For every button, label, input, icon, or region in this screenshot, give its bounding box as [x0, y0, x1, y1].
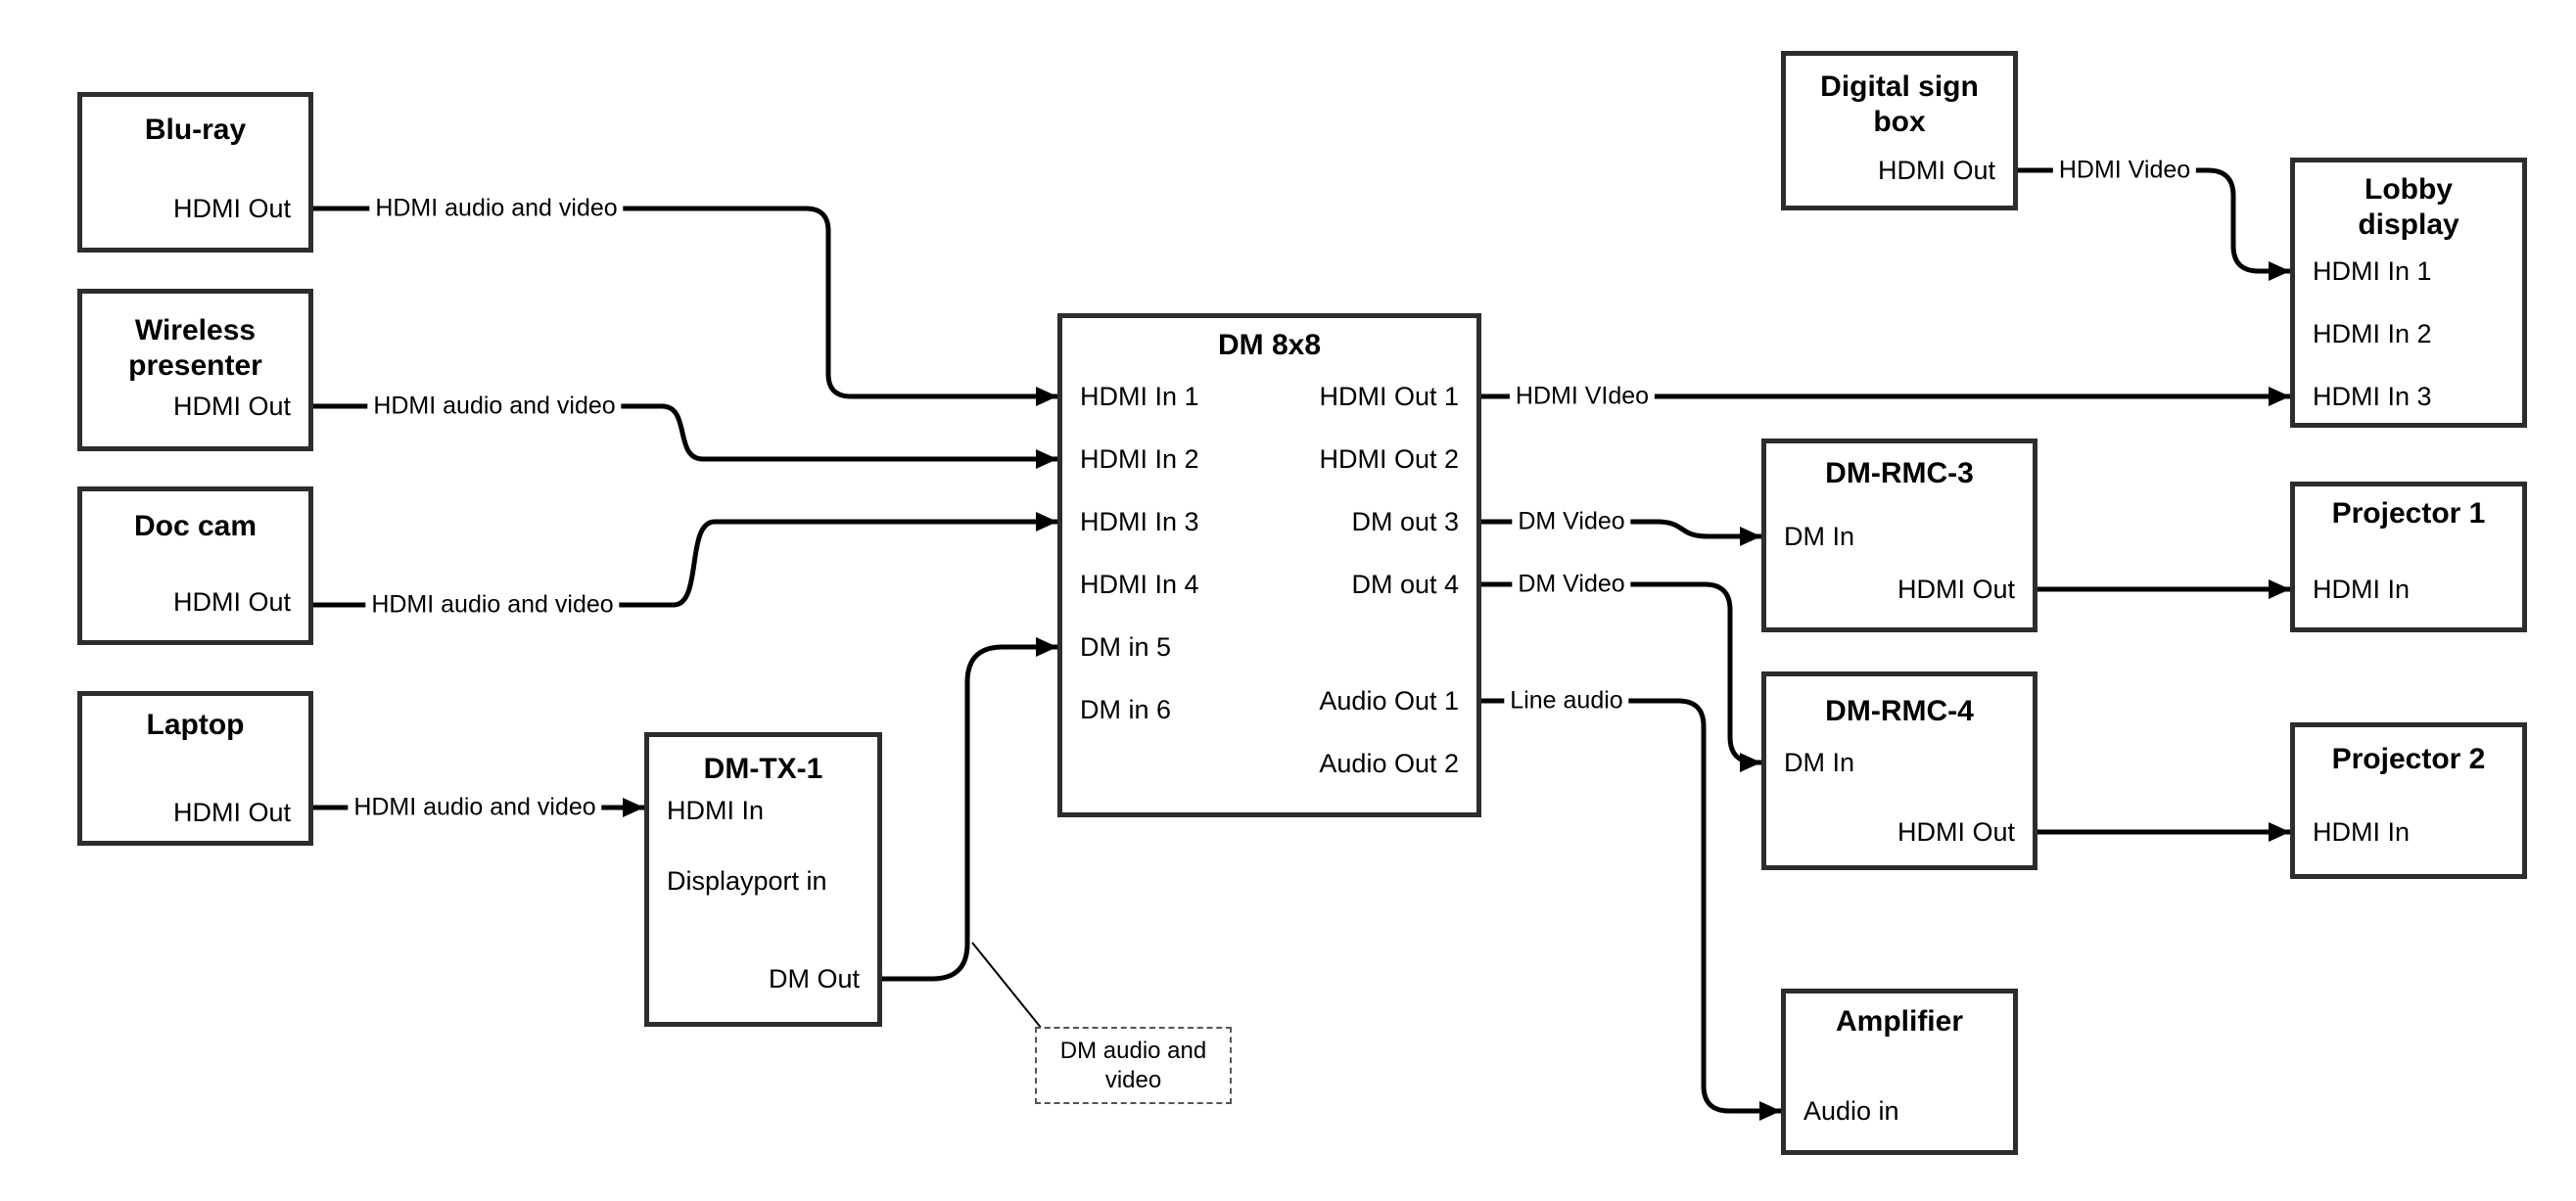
port-dmtx1-displayport-in: Displayport in — [667, 866, 827, 896]
port-dmrmc4-dm-in: DM In — [1784, 748, 1855, 777]
node-projector-1: Projector 1 HDMI In — [2290, 482, 2527, 632]
port-projector2-hdmi-in: HDMI In — [2313, 817, 2411, 847]
port-laptop-hdmi-out: HDMI Out — [172, 798, 291, 827]
port-dm-out-3: DM out 3 — [1351, 507, 1459, 536]
node-title: Projector 1 — [2331, 497, 2486, 530]
node-title: DM-RMC-3 — [1825, 457, 1974, 489]
port-dm-in-6: DM in 6 — [1080, 695, 1172, 724]
port-digital-sign-hdmi-out: HDMI Out — [1877, 156, 1995, 185]
node-doc-cam: Doc cam HDMI Out — [77, 486, 313, 645]
port-dmrmc3-hdmi-out: HDMI Out — [1897, 575, 2015, 604]
port-hdmi-in-3: HDMI In 3 — [1080, 507, 1199, 536]
node-projector-2: Projector 2 HDMI In — [2290, 722, 2527, 879]
edge-label-hdmi-av-laptop: HDMI audio and video — [348, 792, 602, 823]
node-title: DM-TX-1 — [703, 753, 823, 785]
node-title: DM-RMC-4 — [1825, 695, 1974, 727]
port-hdmi-in-4: HDMI In 4 — [1080, 570, 1199, 599]
edge-dm8x8-dmout3-to-dmrmc3 — [1481, 519, 1761, 546]
port-lobby-hdmi-in-3: HDMI In 3 — [2313, 382, 2432, 411]
edge-wireless-to-dm8x8-in2 — [313, 403, 1057, 469]
node-blu-ray: Blu-ray HDMI Out — [77, 92, 313, 253]
edge-label-hdmi-av-bluray: HDMI audio and video — [369, 193, 624, 224]
port-dmtx1-hdmi-in: HDMI In — [667, 796, 765, 825]
node-wireless-presenter: Wireless presenter HDMI Out — [77, 289, 313, 451]
edge-label-dm-video-out4: DM Video — [1512, 569, 1631, 600]
edge-dm8x8-dmout4-to-dmrmc4 — [1481, 581, 1761, 772]
edge-label-hdmi-av-wireless: HDMI audio and video — [367, 391, 622, 422]
port-audio-out-1: Audio Out 1 — [1319, 686, 1459, 716]
edge-digitalsign-to-lobby-in1 — [2018, 167, 2290, 281]
node-title: Amplifier — [1835, 1005, 1964, 1038]
port-amplifier-audio-in: Audio in — [1803, 1096, 1899, 1126]
port-dmrmc4-hdmi-out: HDMI Out — [1897, 817, 2015, 847]
node-title: DM 8x8 — [1217, 329, 1322, 361]
edge-label-hdmi-video: HDMI Video — [2052, 155, 2197, 186]
port-doc-cam-hdmi-out: HDMI Out — [172, 587, 291, 617]
note-leader-line — [971, 942, 1043, 1030]
edge-label-dm-video-out3: DM Video — [1512, 506, 1631, 537]
port-hdmi-in-1: HDMI In 1 — [1080, 382, 1199, 411]
port-dm-in-5: DM in 5 — [1080, 632, 1172, 662]
node-title: Lobby display — [2358, 173, 2459, 241]
port-hdmi-out-2: HDMI Out 2 — [1319, 444, 1459, 474]
node-laptop: Laptop HDMI Out — [77, 691, 313, 846]
edge-dm8x8-audioout1-to-amplifier — [1481, 698, 1781, 1121]
edge-bluray-to-dm8x8-in1 — [313, 206, 1057, 406]
node-title: Blu-ray — [144, 114, 247, 146]
port-dmtx1-dm-out: DM Out — [768, 964, 860, 993]
port-lobby-hdmi-in-2: HDMI In 2 — [2313, 319, 2432, 348]
edge-label-hdmi-video-out1: HDMI VIdeo — [1509, 381, 1656, 412]
node-digital-sign-box: Digital sign box HDMI Out — [1781, 51, 2018, 210]
node-amplifier: Amplifier Audio in — [1781, 989, 2018, 1155]
edge-dmtx1-dmout-to-dm8x8-in5 — [882, 637, 1057, 982]
node-title: Projector 2 — [2331, 743, 2486, 775]
node-dm-8x8: DM 8x8 HDMI In 1 HDMI In 2 HDMI In 3 HDM… — [1057, 313, 1481, 817]
edge-label-hdmi-av-doccam: HDMI audio and video — [365, 589, 620, 621]
node-dm-rmc-3: DM-RMC-3 DM In HDMI Out — [1761, 439, 2037, 632]
port-wireless-hdmi-out: HDMI Out — [172, 392, 291, 421]
port-audio-out-2: Audio Out 2 — [1319, 749, 1459, 778]
node-dm-tx-1: DM-TX-1 HDMI In Displayport in DM Out — [644, 732, 882, 1027]
port-projector1-hdmi-in: HDMI In — [2313, 575, 2411, 604]
port-dm-out-4: DM out 4 — [1351, 570, 1459, 599]
port-dmrmc3-dm-in: DM In — [1784, 522, 1855, 551]
node-dm-rmc-4: DM-RMC-4 DM In HDMI Out — [1761, 671, 2037, 870]
edge-label-line-audio: Line audio — [1504, 685, 1629, 716]
edge-doccam-to-dm8x8-in3 — [313, 512, 1057, 608]
port-hdmi-in-2: HDMI In 2 — [1080, 444, 1199, 474]
node-title: Wireless presenter — [128, 314, 262, 382]
note-dm-audio-and-video: DM audio and video — [1035, 1027, 1232, 1104]
node-lobby-display: Lobby display HDMI In 1 HDMI In 2 HDMI I… — [2290, 158, 2527, 428]
node-title: Digital sign box — [1820, 70, 1979, 138]
port-blu-ray-hdmi-out: HDMI Out — [172, 194, 291, 223]
node-title: Laptop — [146, 709, 245, 741]
port-hdmi-out-1: HDMI Out 1 — [1319, 382, 1459, 411]
port-lobby-hdmi-in-1: HDMI In 1 — [2313, 256, 2432, 286]
node-title: Doc cam — [133, 510, 258, 542]
